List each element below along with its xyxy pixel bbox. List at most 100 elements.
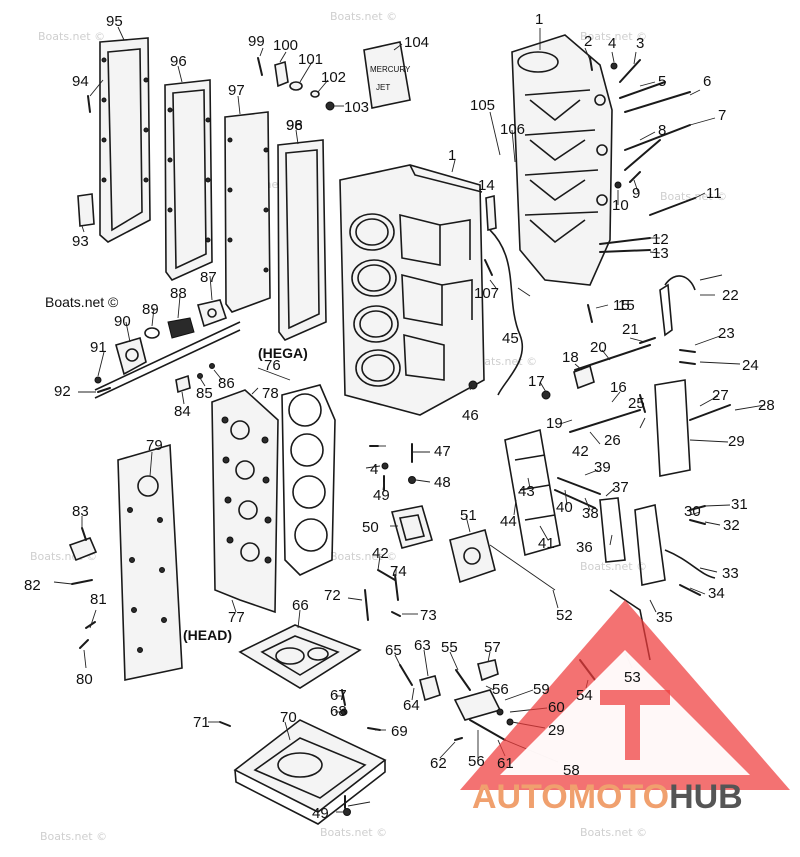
- callout-27: 27: [712, 387, 729, 404]
- callout-45: 45: [502, 330, 519, 347]
- callout-65: 65: [385, 642, 402, 659]
- callout-96: 96: [170, 53, 187, 70]
- callout-37: 37: [612, 479, 629, 496]
- callout-35: 35: [656, 609, 673, 626]
- callout-56: 56: [492, 681, 509, 698]
- callout-32: 32: [723, 517, 740, 534]
- brand-part-automoto: AUTOMOTO: [472, 778, 669, 816]
- callout-62: 62: [430, 755, 447, 772]
- callout-3: 3: [636, 35, 644, 52]
- callout-96-repeat: 96: [286, 117, 303, 134]
- small-bracket-93: [77, 193, 95, 227]
- callout-56-repeat: 56: [468, 753, 485, 770]
- cover-plate-50: [390, 505, 433, 549]
- callout-42-repeat: 42: [372, 545, 389, 562]
- hose-line: [94, 321, 241, 399]
- exhaust-gasket-96b: [277, 139, 327, 341]
- callout-43: 43: [518, 483, 535, 500]
- callout-46: 46: [462, 407, 479, 424]
- callout-88: 88: [170, 285, 187, 302]
- callout-61: 61: [497, 755, 514, 772]
- callout-64: 64: [403, 697, 420, 714]
- bolts-67-69: [340, 689, 381, 731]
- exhaust-gasket-96a: [164, 79, 213, 281]
- callout-59: 59: [533, 681, 550, 698]
- callout-34: 34: [708, 585, 725, 602]
- callout-58: 58: [563, 762, 580, 779]
- callout-7: 7: [718, 107, 726, 124]
- tag-head: (HEAD): [183, 627, 232, 643]
- callout-94: 94: [72, 73, 89, 90]
- callout-39: 39: [594, 459, 611, 476]
- callout-87: 87: [200, 269, 217, 286]
- callout-73: 73: [420, 607, 437, 624]
- callout-24: 24: [742, 357, 759, 374]
- bolts-80-82: [71, 579, 96, 649]
- exhaust-plate-97: [224, 111, 271, 313]
- crankcase-bolts: [589, 57, 696, 253]
- small-parts-84-92: [94, 363, 215, 394]
- callout-97: 97: [228, 82, 245, 99]
- callout-6: 6: [703, 73, 711, 90]
- callout-4: 4: [608, 35, 616, 52]
- callout-100: 100: [273, 37, 298, 54]
- callout-90: 90: [114, 313, 131, 330]
- callout-74: 74: [390, 563, 407, 580]
- callout-38: 38: [582, 505, 599, 522]
- callout-93: 93: [72, 233, 89, 250]
- watermark-text: Boats.net ©: [330, 550, 397, 563]
- callout-47: 47: [434, 443, 451, 460]
- callout-17: 17: [528, 373, 545, 390]
- adapter-plate-66: [238, 624, 362, 689]
- callout-4-repeat: 4: [370, 461, 378, 478]
- decal-text-mercury: MERCURY: [370, 65, 411, 74]
- callout-49-repeat: 49: [312, 805, 329, 822]
- callout-51: 51: [460, 507, 477, 524]
- callout-69: 69: [391, 723, 408, 740]
- callout-26: 26: [604, 432, 621, 449]
- watermark-text: Boats.net ©: [38, 30, 105, 43]
- watermark-text: Boats.net ©: [580, 826, 647, 839]
- leader-lines: [53, 26, 766, 813]
- callout-86: 86: [218, 375, 235, 392]
- head-cover-79: [117, 443, 183, 681]
- callout-79: 79: [146, 437, 163, 454]
- callout-2: 2: [584, 33, 592, 50]
- callout-18: 18: [562, 349, 579, 366]
- callout-25: 25: [628, 395, 645, 412]
- callout-50: 50: [362, 519, 379, 536]
- callout-92: 92: [54, 383, 71, 400]
- callout-19: 19: [546, 415, 563, 432]
- callout-84: 84: [174, 403, 191, 420]
- brand-part-hub: HUB: [669, 778, 743, 816]
- lower-linkage-53-64: [399, 589, 651, 741]
- callout-12: 12: [652, 231, 669, 248]
- thermostat-assembly: [115, 299, 228, 376]
- callout-60: 60: [548, 699, 565, 716]
- callout-31: 31: [731, 496, 748, 513]
- callout-99: 99: [248, 33, 265, 50]
- exhaust-cover-95: [99, 37, 151, 243]
- cylinder-block-1: [339, 164, 485, 416]
- screw-94: [87, 95, 91, 113]
- callout-9: 9: [632, 185, 640, 202]
- callout-22: 22: [722, 287, 739, 304]
- head-gasket-76: [281, 384, 336, 576]
- callout-49: 49: [373, 487, 390, 504]
- callout-95: 95: [106, 13, 123, 30]
- callout-29: 29: [728, 433, 745, 450]
- watermark-text: Boats.net ©: [580, 30, 647, 43]
- callout-13: 13: [652, 245, 669, 262]
- hose-45: [468, 194, 523, 396]
- callout-10: 10: [612, 197, 629, 214]
- callout-91: 91: [90, 339, 107, 356]
- callout-15: 15: [618, 297, 635, 314]
- callout-15-repeat: 15: [613, 297, 630, 314]
- callout-102: 102: [321, 69, 346, 86]
- callout-11: 11: [706, 185, 722, 202]
- callout-1-repeat: 1: [448, 147, 456, 164]
- spark-plug-83: [68, 527, 98, 562]
- watermark-text: Boats.net ©: [320, 826, 387, 839]
